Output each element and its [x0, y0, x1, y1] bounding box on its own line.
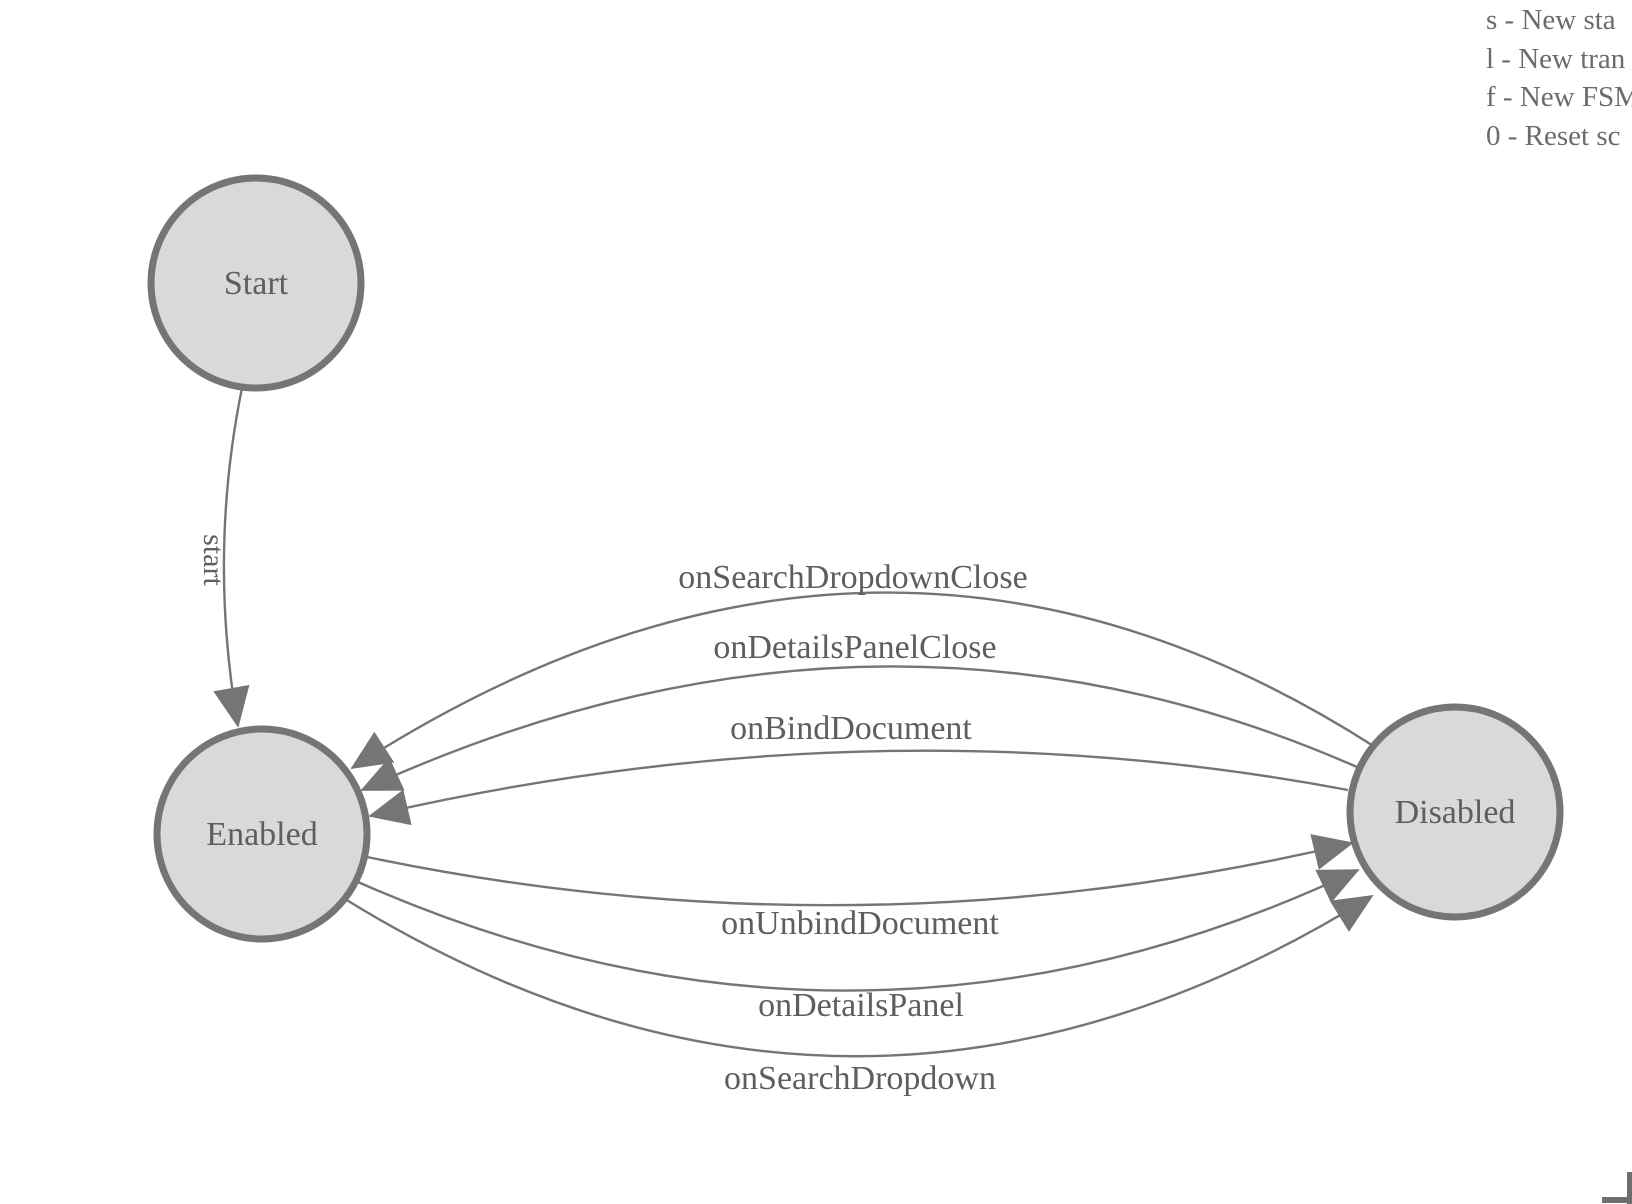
- transition-edge-onDetailsPanel[interactable]: [357, 868, 1360, 992]
- transition-edge-onUnbindDocument[interactable]: [366, 834, 1354, 907]
- transition-label-onSearchDropdownClose: onSearchDropdownClose: [678, 559, 1027, 596]
- transition-label-onDetailsPanelClose: onDetailsPanelClose: [713, 629, 996, 666]
- state-label-start: Start: [224, 265, 289, 302]
- shortcut-legend: s - New sta l - New tran f - New FSM 0 -…: [1486, 1, 1632, 155]
- clipped-corner-shape: [1602, 1172, 1632, 1204]
- legend-line-new-transition: l - New tran: [1486, 42, 1626, 75]
- state-node-disabled[interactable]: [1346, 703, 1564, 921]
- legend-line-new-state: s - New sta: [1486, 4, 1616, 36]
- state-label-enabled: Enabled: [206, 816, 317, 853]
- state-node-enabled[interactable]: [153, 725, 371, 943]
- transition-label-onDetailsPanel: onDetailsPanel: [758, 987, 964, 1024]
- transition-edge-onBindDocument[interactable]: [368, 749, 1349, 826]
- state-label-disabled: Disabled: [1395, 794, 1516, 831]
- transition-label-onBindDocument: onBindDocument: [730, 710, 972, 747]
- legend-line-reset: 0 - Reset sc: [1486, 119, 1621, 152]
- transition-edge-start[interactable]: [213, 387, 250, 728]
- state-node-start[interactable]: [147, 174, 365, 392]
- transition-label-start: start: [197, 534, 230, 586]
- transition-label-onUnbindDocument: onUnbindDocument: [721, 905, 999, 942]
- transition-label-onSearchDropdown: onSearchDropdown: [724, 1060, 996, 1097]
- transition-edge-onSearchDropdown[interactable]: [344, 894, 1374, 1058]
- transition-edge-onSearchDropdownClose[interactable]: [350, 591, 1376, 770]
- transition-edge-onDetailsPanelClose[interactable]: [360, 665, 1358, 792]
- legend-line-new-fsm: f - New FSM: [1486, 81, 1632, 113]
